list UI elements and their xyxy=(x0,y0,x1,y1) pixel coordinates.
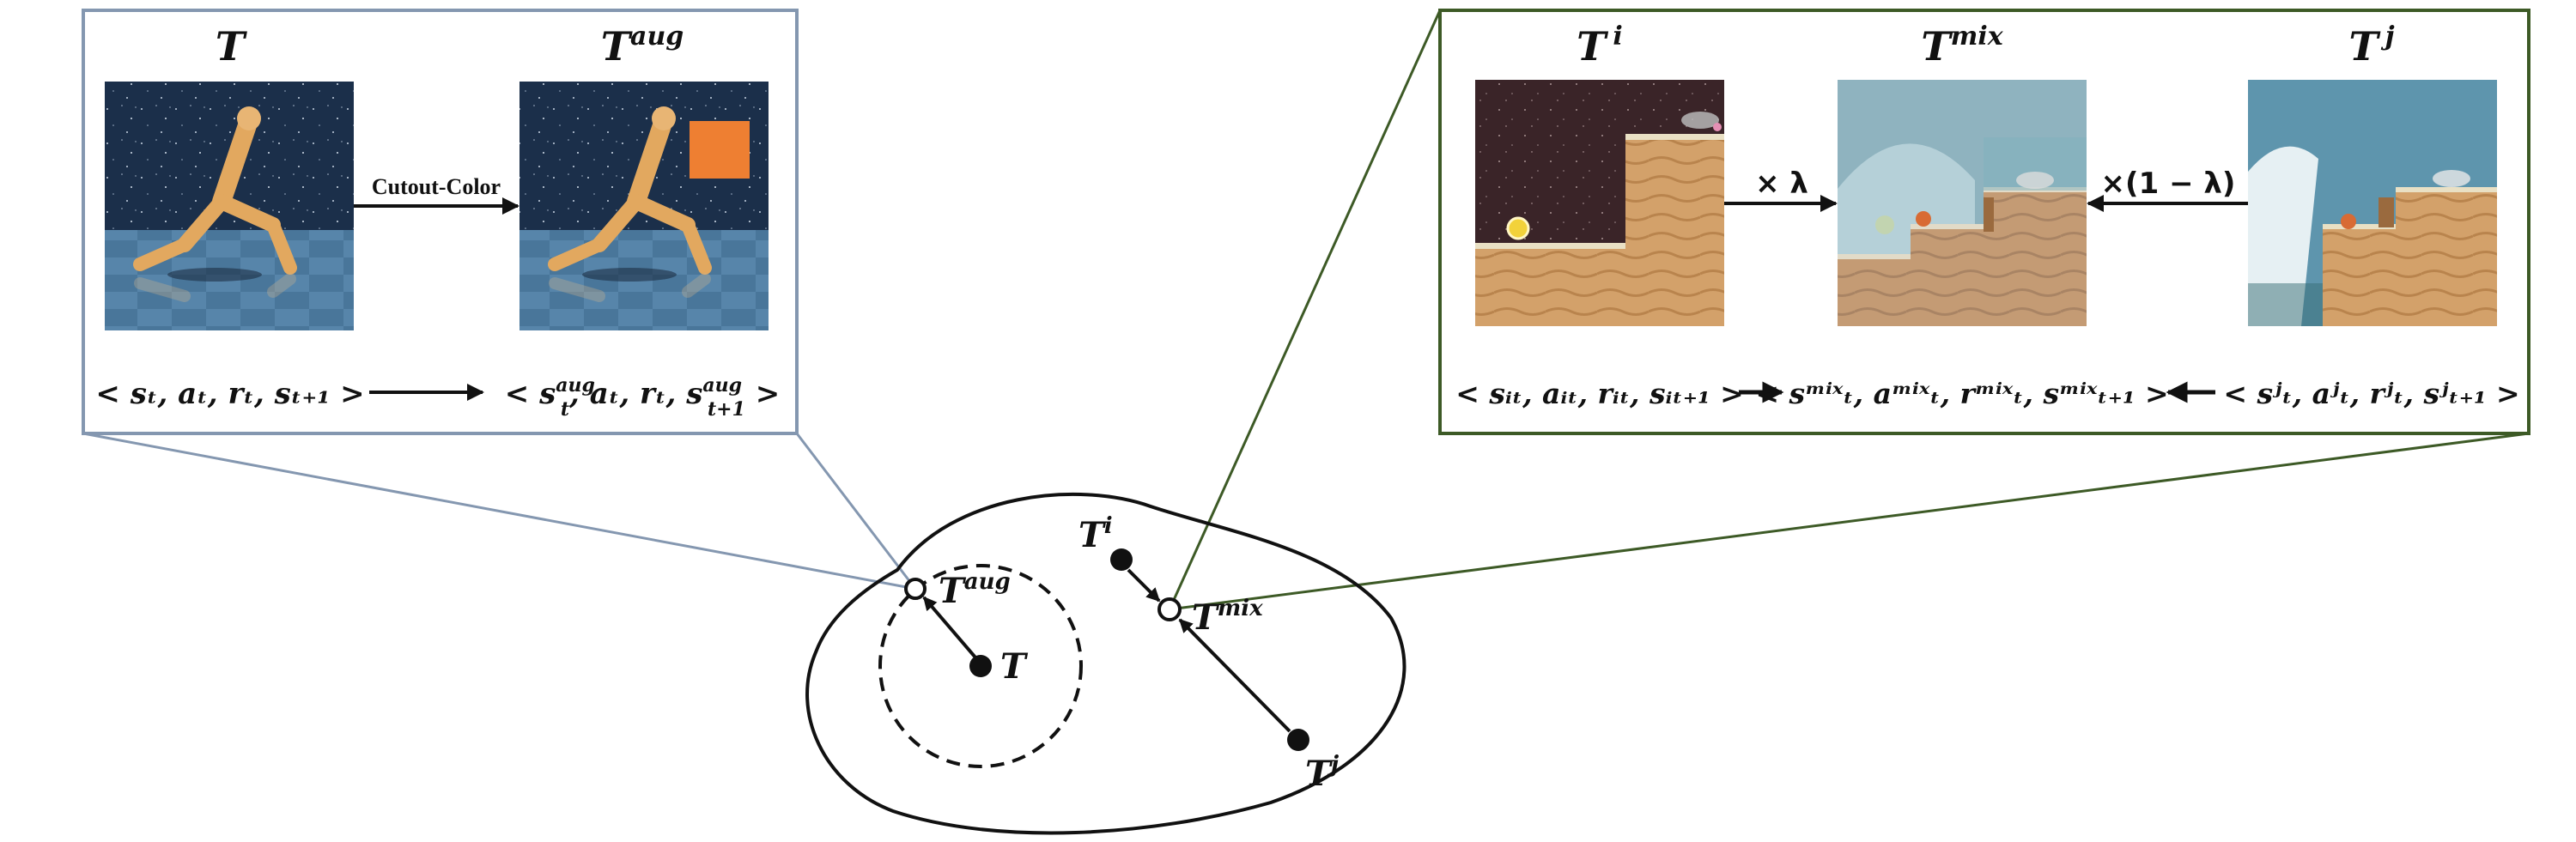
mix-arrow-from-j xyxy=(1178,618,1291,733)
augmentation-panel: T Taug xyxy=(82,9,799,435)
point-T-mix xyxy=(1157,597,1182,621)
point-T-i xyxy=(1110,548,1133,571)
transition-mix: < sᵐⁱˣₜ, aᵐⁱˣₜ, rᵐⁱˣₜ, sᵐⁱˣₜ₊₁ > xyxy=(1755,377,2168,410)
mix-arrow-from-i xyxy=(1127,568,1161,603)
cutout-color-square xyxy=(690,121,750,179)
lambda-weight-label: × λ xyxy=(1755,167,1808,201)
title-task-mix: Tmix xyxy=(1921,21,2003,70)
title-augmented-task: Taug xyxy=(601,21,683,70)
label-T-i: Ti xyxy=(1078,513,1113,555)
label-T-mix: Tmix xyxy=(1192,596,1263,638)
point-T xyxy=(969,655,992,677)
task-space-blob: T Taug Ti Tmix Tj xyxy=(805,492,1406,835)
label-T: T xyxy=(1000,646,1029,687)
left-zoom-lines xyxy=(82,432,917,591)
point-T-j xyxy=(1287,729,1309,751)
augment-arrow xyxy=(922,596,977,659)
coinrun-level-i xyxy=(1475,80,1724,326)
one-minus-lambda-weight-label: ×(1 − λ) xyxy=(2101,167,2236,201)
label-T-aug: Taug xyxy=(939,569,1011,611)
walker-augmented-frame xyxy=(519,82,769,330)
transition-j: < sʲₜ, aʲₜ, rʲₜ, sʲₜ₊₁ > xyxy=(2223,377,2519,410)
walker-original-frame xyxy=(105,82,354,330)
augmentation-neighborhood-circle xyxy=(878,564,1083,768)
point-T-aug xyxy=(904,578,927,600)
cutout-color-label: Cutout-Color xyxy=(372,174,501,199)
coinrun-level-j xyxy=(2248,80,2497,326)
transition-i: < sᵢₜ, aᵢₜ, rᵢₜ, sᵢₜ₊₁ > xyxy=(1455,377,1744,410)
transition-original: < sₜ, aₜ, rₜ, sₜ₊₁ > xyxy=(95,377,364,411)
label-T-j: Tj xyxy=(1305,752,1340,794)
title-original-task: T xyxy=(216,23,248,70)
right-zoom-lines xyxy=(1168,9,2530,611)
coinrun-level-mix xyxy=(1838,80,2087,326)
task-space-outline xyxy=(805,492,1406,835)
